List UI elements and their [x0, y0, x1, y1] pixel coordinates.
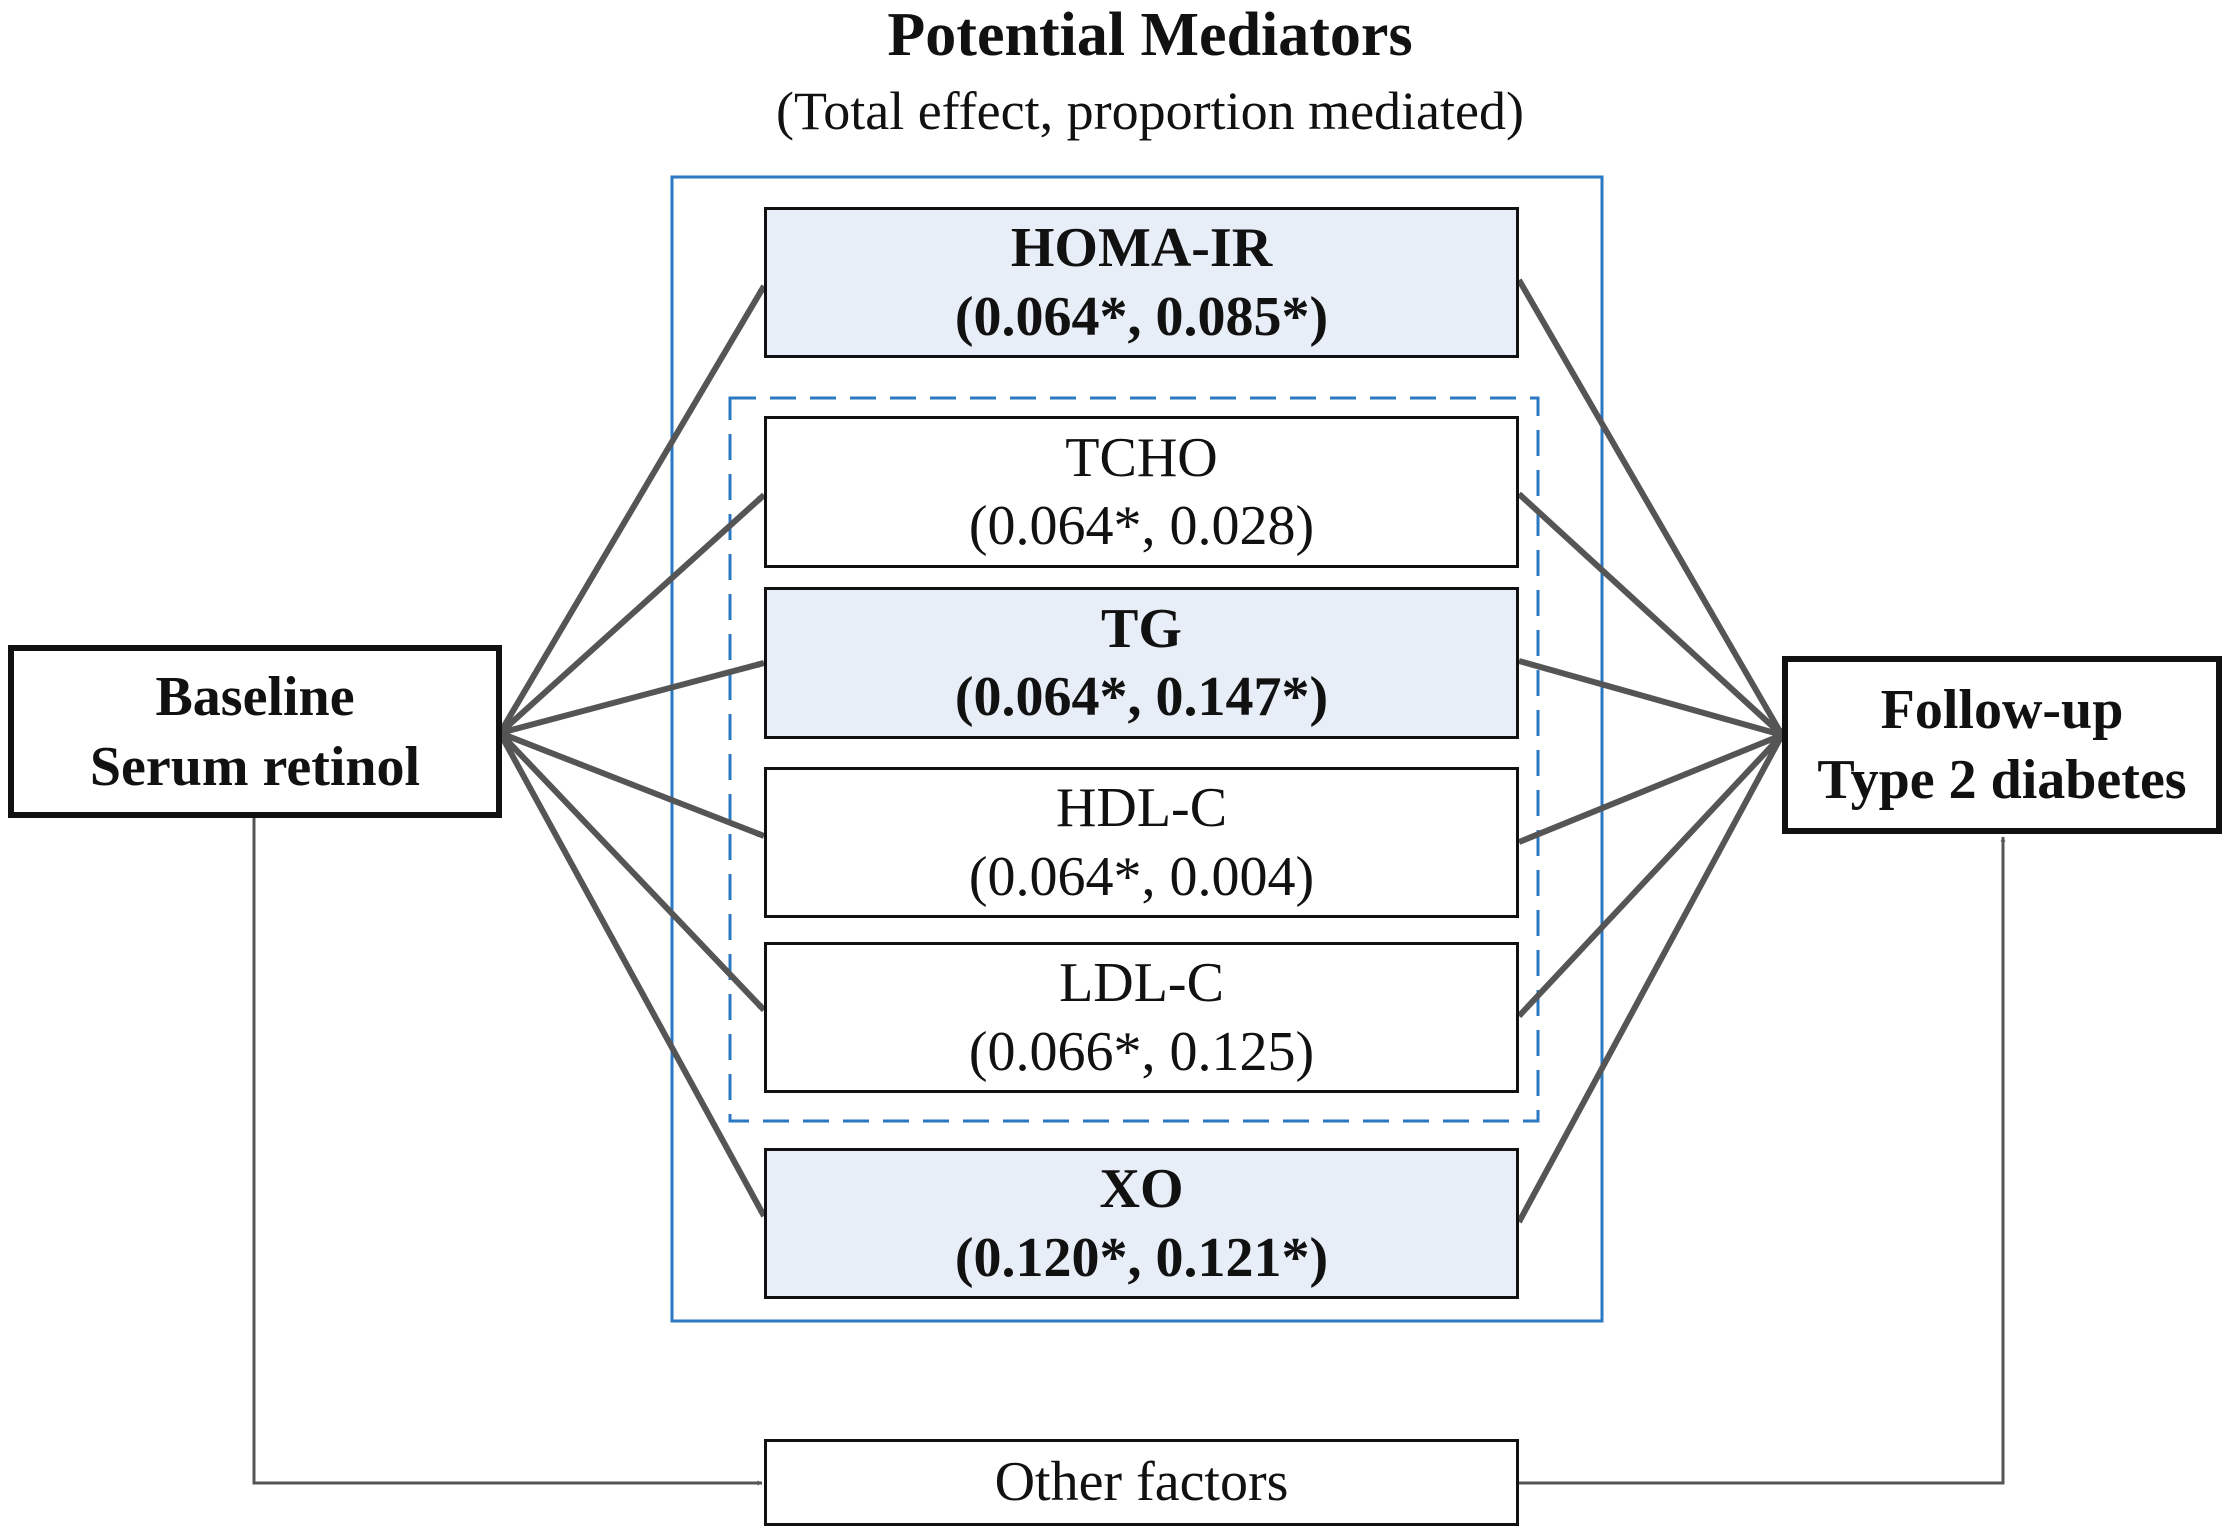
other-factors-label: Other factors — [994, 1451, 1289, 1514]
diagram-subtitle: (Total effect, proportion mediated) — [776, 81, 1524, 141]
arrow-exposure-to-other-factors — [252, 818, 763, 1486]
mediator-box-xo: XO (0.120*, 0.121*) — [764, 1148, 1519, 1299]
arrow-exposure-to-ldl-c — [497, 730, 767, 1013]
mediator-group-border — [670, 175, 1604, 1323]
arrow-exposure-to-homa-ir — [497, 284, 767, 735]
mediator-values: (0.064*, 0.004) — [968, 845, 1315, 908]
diagram-title: Potential Mediators — [887, 1, 1413, 69]
arrow-tcho-to-outcome — [1516, 491, 1785, 738]
mediator-values: (0.120*, 0.121*) — [954, 1226, 1329, 1289]
mediator-box-tg: TG (0.064*, 0.147*) — [764, 587, 1519, 739]
mediator-values: (0.064*, 0.028) — [968, 495, 1315, 557]
outcome-box: Follow-up Type 2 diabetes — [1782, 656, 2222, 834]
mediator-name: XO — [1099, 1158, 1184, 1221]
outcome-label-line1: Follow-up — [1880, 679, 2124, 741]
mediator-values: (0.064*, 0.147*) — [954, 666, 1329, 728]
arrow-hdl-c-to-outcome — [1517, 732, 1784, 845]
exposure-label-line1: Baseline — [155, 665, 355, 728]
arrow-exposure-to-tcho — [497, 492, 767, 736]
mediator-box-homa-ir: HOMA-IR (0.064*, 0.085*) — [764, 207, 1519, 358]
mediator-name: LDL-C — [1059, 952, 1224, 1015]
mediator-values: (0.064*, 0.085*) — [954, 285, 1329, 348]
mediator-values: (0.066*, 0.125) — [968, 1020, 1315, 1083]
mediator-box-hdl-c: HDL-C (0.064*, 0.004) — [764, 767, 1519, 918]
outcome-label-line2: Type 2 diabetes — [1817, 749, 2187, 811]
exposure-label-line2: Serum retinol — [89, 735, 421, 798]
arrow-other-factors-to-outcome — [1519, 836, 2006, 1485]
lipid-group-border — [728, 396, 1540, 1123]
exposure-box: Baseline Serum retinol — [8, 645, 502, 818]
mediator-name: HOMA-IR — [1010, 217, 1273, 280]
arrow-exposure-to-xo — [497, 731, 767, 1218]
other-factors-box: Other factors — [764, 1439, 1519, 1526]
arrow-exposure-to-tg — [499, 660, 765, 736]
mediator-box-ldl-c: LDL-C (0.066*, 0.125) — [764, 942, 1519, 1093]
mediator-name: TCHO — [1065, 426, 1218, 489]
mediator-box-tcho: TCHO (0.064*, 0.028) — [764, 416, 1519, 568]
arrow-xo-to-outcome — [1516, 733, 1785, 1224]
arrow-ldl-c-to-outcome — [1516, 732, 1785, 1019]
mediator-name: TG — [1101, 597, 1182, 660]
arrow-exposure-to-hdl-c — [498, 730, 766, 839]
mediator-name: HDL-C — [1055, 777, 1228, 840]
arrow-homa-ir-to-outcome — [1516, 278, 1785, 737]
arrow-tg-to-outcome — [1518, 658, 1783, 738]
